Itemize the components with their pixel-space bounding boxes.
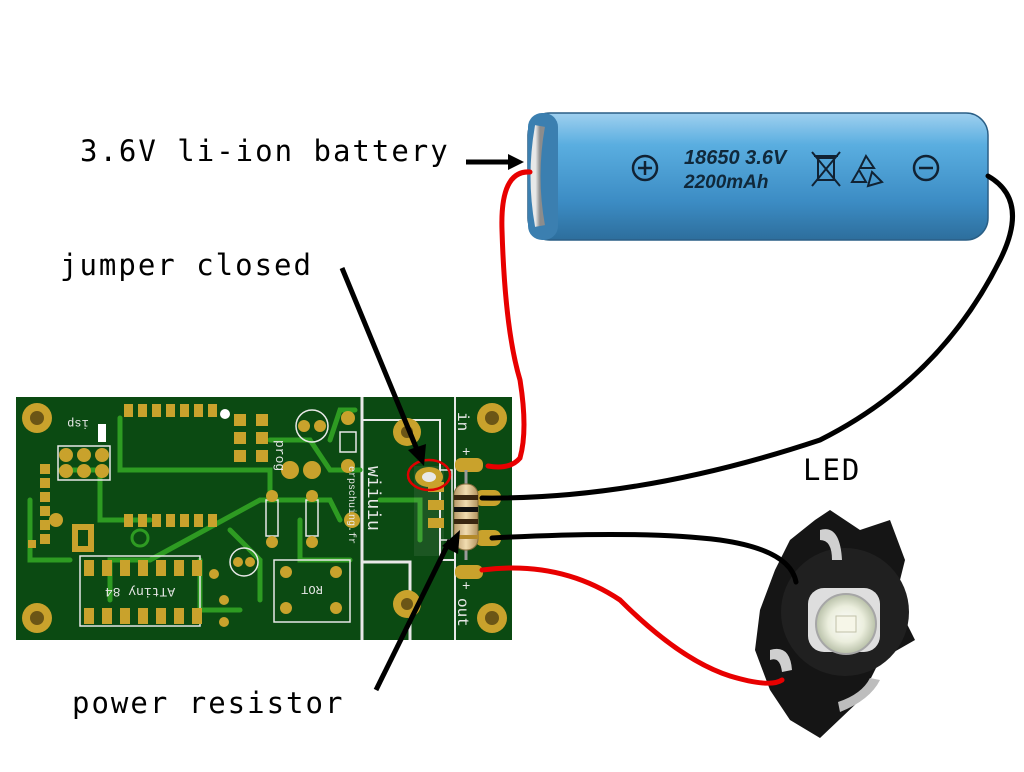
plus-icon <box>631 154 659 182</box>
in-plus-sign: + <box>462 445 470 461</box>
battery-arrow-icon <box>466 154 524 170</box>
wires <box>479 169 1015 686</box>
rot-potentiometer: ROT <box>273 559 351 623</box>
prog-label: prog <box>272 440 287 471</box>
attiny-label: ATtiny 84 <box>105 584 175 599</box>
battery-label: 3.6V li-ion battery <box>80 134 450 168</box>
black-wire-led <box>489 531 799 585</box>
weee-bin-icon <box>811 151 841 187</box>
in-label: in <box>453 412 471 431</box>
power-resistor <box>453 470 479 560</box>
out-label: out <box>453 598 471 627</box>
website-label: erpschuing.fr <box>345 466 357 544</box>
rot-label: ROT <box>301 582 323 596</box>
jumper-highlight-circle <box>406 458 452 492</box>
red-wire-battery <box>485 169 533 470</box>
jumper <box>406 458 452 492</box>
isp-label: isp <box>67 416 89 430</box>
battery-model-text: 18650 3.6V <box>684 147 788 169</box>
resistor-arrow-icon <box>373 530 460 692</box>
attiny-chip: ATtiny 84 <box>79 555 202 627</box>
pcb-board: ATtiny 84 ROT isp prog wiiuiu erpschuing… <box>16 397 512 640</box>
led-label: LED <box>803 453 862 487</box>
brand-label: wiiuiu <box>362 466 382 531</box>
recycle-icon <box>850 154 884 188</box>
out-plus-sign: + <box>462 579 470 595</box>
minus-icon <box>912 154 940 182</box>
star-led <box>755 510 915 738</box>
jumper-arrow-icon <box>339 267 426 466</box>
red-wire-led <box>479 565 785 686</box>
black-wire-battery <box>479 173 1015 501</box>
battery-capacity-text: 2200mAh <box>683 172 769 193</box>
resistor-label: power resistor <box>72 686 345 720</box>
battery: 18650 3.6V 2200mAh <box>527 112 989 241</box>
jumper-label: jumper closed <box>60 248 313 282</box>
annotation-arrows <box>339 154 524 692</box>
terminal-pads <box>455 458 501 579</box>
